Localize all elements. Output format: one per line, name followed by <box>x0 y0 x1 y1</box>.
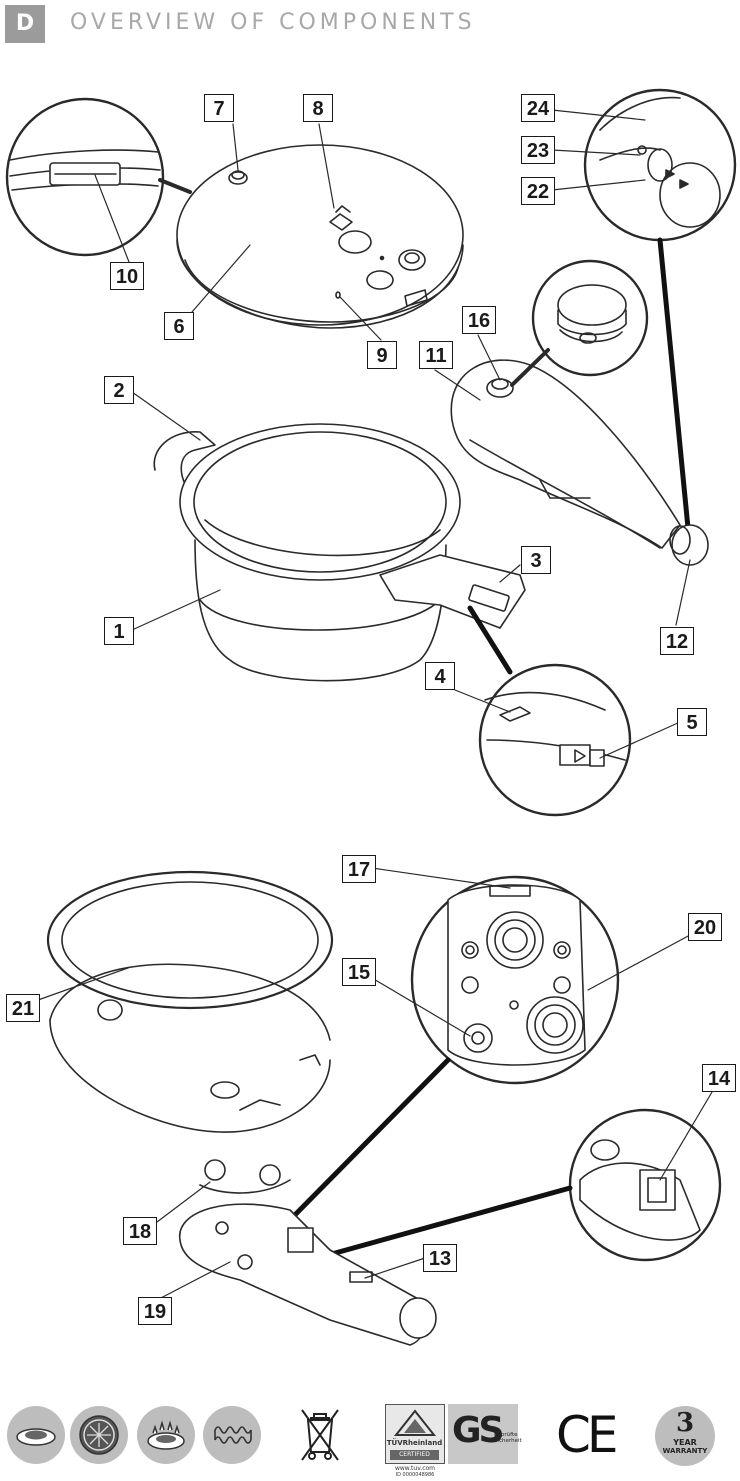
callout-18: 18 <box>123 1217 157 1245</box>
callout-19: 19 <box>138 1297 172 1325</box>
tuv-website-text: www.tuv.com <box>394 1465 436 1472</box>
callout-16: 16 <box>462 306 496 334</box>
callout-1: 1 <box>104 617 134 645</box>
callout-3: 3 <box>521 546 551 574</box>
gs-certification-mark: GS geprüfte Sicherheit <box>448 1404 522 1464</box>
components-illustration <box>5 88 737 1346</box>
callout-5: 5 <box>677 708 707 736</box>
detail-circle-pot-handle <box>467 605 632 817</box>
induction-hob-icon <box>70 1406 128 1464</box>
tuv-certified-text: CERTIFIED <box>390 1450 439 1460</box>
callout-24: 24 <box>521 94 555 122</box>
callout-11: 11 <box>419 341 453 369</box>
callout-20: 20 <box>688 913 722 941</box>
lid-underside-drawing <box>49 963 331 1133</box>
warranty-years: 3 <box>675 1408 695 1438</box>
callout-21: 21 <box>6 994 40 1022</box>
callout-14: 14 <box>702 1064 736 1092</box>
tuv-id-text: ID 0000048986 <box>395 1472 435 1478</box>
tuv-triangle-icon <box>393 1409 437 1436</box>
ce-mark: CE <box>556 1406 618 1464</box>
section-letter-badge: D <box>5 5 45 43</box>
lid-handle-drawing <box>450 359 709 566</box>
gs-sub-text: geprüfte Sicherheit <box>494 1432 522 1444</box>
footer-symbols: TÜVRheinland CERTIFIED www.tuv.com ID 00… <box>0 1398 740 1481</box>
detail-circle-valve <box>510 259 649 387</box>
page-title: OVERVIEW OF COMPONENTS <box>70 10 476 35</box>
page-header: D OVERVIEW OF COMPONENTS <box>0 0 740 48</box>
ceramic-hob-icon <box>7 1406 65 1464</box>
callout-15: 15 <box>342 958 376 986</box>
callout-12: 12 <box>660 627 694 655</box>
callout-8: 8 <box>303 94 333 122</box>
detail-circle-handle-knob <box>583 88 737 242</box>
callout-10: 10 <box>110 262 144 290</box>
detail-circle-lid-rim <box>5 97 192 257</box>
tuv-certification-mark: TÜVRheinland CERTIFIED <box>385 1404 445 1464</box>
callout-6: 6 <box>164 312 194 340</box>
callout-9: 9 <box>367 341 397 369</box>
pot-drawing <box>153 423 526 682</box>
warranty-badge: 3 YEAR WARRANTY <box>655 1406 715 1466</box>
callout-4: 4 <box>425 662 455 690</box>
callout-leader-lines <box>37 109 713 1301</box>
callout-7: 7 <box>204 94 234 122</box>
gas-burner-icon <box>137 1406 195 1464</box>
warranty-year-label: YEAR <box>673 1438 697 1447</box>
callout-2: 2 <box>104 376 134 404</box>
warranty-label: WARRANTY <box>662 1447 708 1455</box>
crossed-out-wheelie-bin-icon <box>298 1404 342 1464</box>
callout-13: 13 <box>423 1244 457 1272</box>
sealing-ring-drawing <box>46 870 334 1010</box>
handle-underside-drawing <box>179 1159 437 1346</box>
callout-17: 17 <box>342 855 376 883</box>
detail-circle-lock <box>307 1108 722 1263</box>
electric-coil-icon <box>203 1406 261 1464</box>
gs-mark-text: GS <box>452 1410 505 1451</box>
callout-23: 23 <box>521 136 555 164</box>
lid-drawing <box>176 144 464 329</box>
tuv-brand-text: TÜVRheinland <box>386 1439 443 1447</box>
callout-22: 22 <box>521 177 555 205</box>
